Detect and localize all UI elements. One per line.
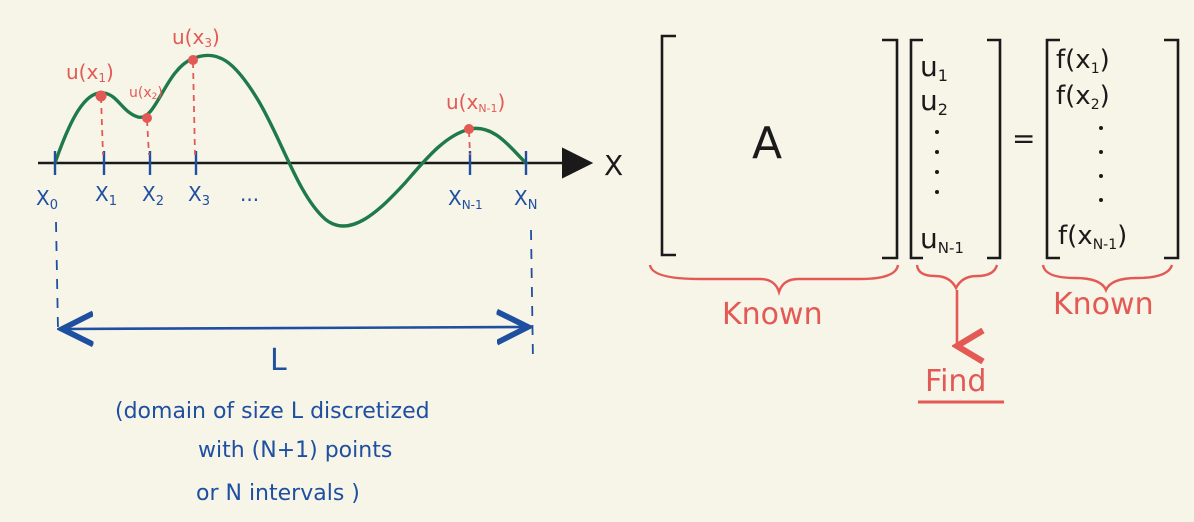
tick-labels: X0 X1 X2 X3 ... XN-1 XN [36,182,537,213]
label-u3: u(x3) [172,25,220,50]
u-entry-n1: uN-1 [920,222,964,257]
f-entry-n1: f(xN-1) [1058,221,1127,253]
label-un1: u(xN-1) [446,90,505,115]
caption-line-2: with (N+1) points [198,438,392,463]
matrix-a-left-bracket [660,34,676,257]
u-vector-entries: u1 u2 uN-1 [920,50,964,257]
tick-label-dots: ... [240,182,259,206]
u-entry-1: u1 [920,50,948,85]
matrix-a-label: A [752,118,782,169]
dash-un1 [468,130,471,156]
tick-label-x0: X0 [36,186,58,213]
known-label-rhs: Known [1053,287,1154,322]
tick-label-xn1: XN-1 [448,186,483,212]
f-entry-1: f(x1) [1056,45,1110,77]
caption-line-1: (domain of size L discretized [115,399,430,424]
point-u2 [142,113,152,123]
u-vector-dots [935,130,939,194]
tick-label-x2: X2 [142,182,164,209]
caption-line-3: or N intervals ) [196,481,360,506]
known-label-matrix: Known [722,297,823,332]
length-arrow [62,327,528,329]
dash-u3 [192,61,196,156]
sample-points [100,61,471,156]
brace-matrix-a [648,264,900,297]
f-vector-right-bracket [1164,38,1180,260]
x-axis-label: X [604,149,623,182]
tick-label-xn: XN [514,186,537,213]
f-vector-left-bracket [1045,38,1060,260]
matrix-a-right-bracket [882,38,899,260]
label-u2: u(x2) [129,85,163,102]
u-entry-2: u2 [920,84,948,119]
label-u1: u(x1) [66,60,114,85]
brace-u-vector [915,264,999,291]
solution-curve [53,53,528,228]
point-u3 [188,55,198,65]
length-label: L [270,343,287,378]
f-vector-entries: f(x1) f(x2) f(xN-1) [1056,45,1127,253]
linear-system: A u1 u2 uN-1 = f(x1) f(x2) f(xN-1) [648,34,1180,404]
point-u1 [95,90,107,102]
domain-caption: (domain of size L discretized with (N+1)… [115,399,430,506]
point-un1 [464,124,474,134]
brace-f-vector [1041,264,1174,294]
function-plot: X u(x1) u(x2) u(x3) u(xN-1) [36,25,623,506]
f-entry-2: f(x2) [1056,81,1110,113]
find-label: Find [925,364,986,399]
dash-u2 [146,119,150,156]
dash-u1 [100,96,104,156]
u-vector-left-bracket [909,38,923,260]
equals-sign: = [1012,122,1035,155]
tick-label-x3: X3 [188,182,210,209]
f-vector-dots [1099,126,1103,202]
dim-right-dash [530,229,534,363]
tick-label-x1: X1 [95,182,117,209]
u-vector-right-bracket [987,38,1002,260]
dim-left-dash [55,221,59,331]
length-dimension: L [55,221,534,378]
